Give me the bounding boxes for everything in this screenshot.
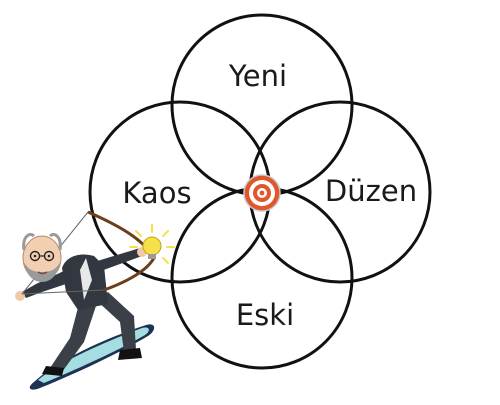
draw-arm [22, 270, 72, 298]
archer-illustration [15, 210, 175, 390]
target-bullseye-icon [243, 174, 281, 212]
lightbulb-icon [129, 224, 175, 264]
right-leg [96, 292, 136, 352]
label-eski: Eski [236, 298, 294, 332]
circle-eski [170, 186, 354, 370]
label-duzen: Düzen [325, 174, 417, 208]
archer-head [22, 233, 62, 282]
label-yeni: Yeni [228, 59, 287, 93]
left-leg [50, 300, 96, 372]
bow-arm [94, 248, 142, 272]
label-kaos: Kaos [122, 176, 191, 210]
